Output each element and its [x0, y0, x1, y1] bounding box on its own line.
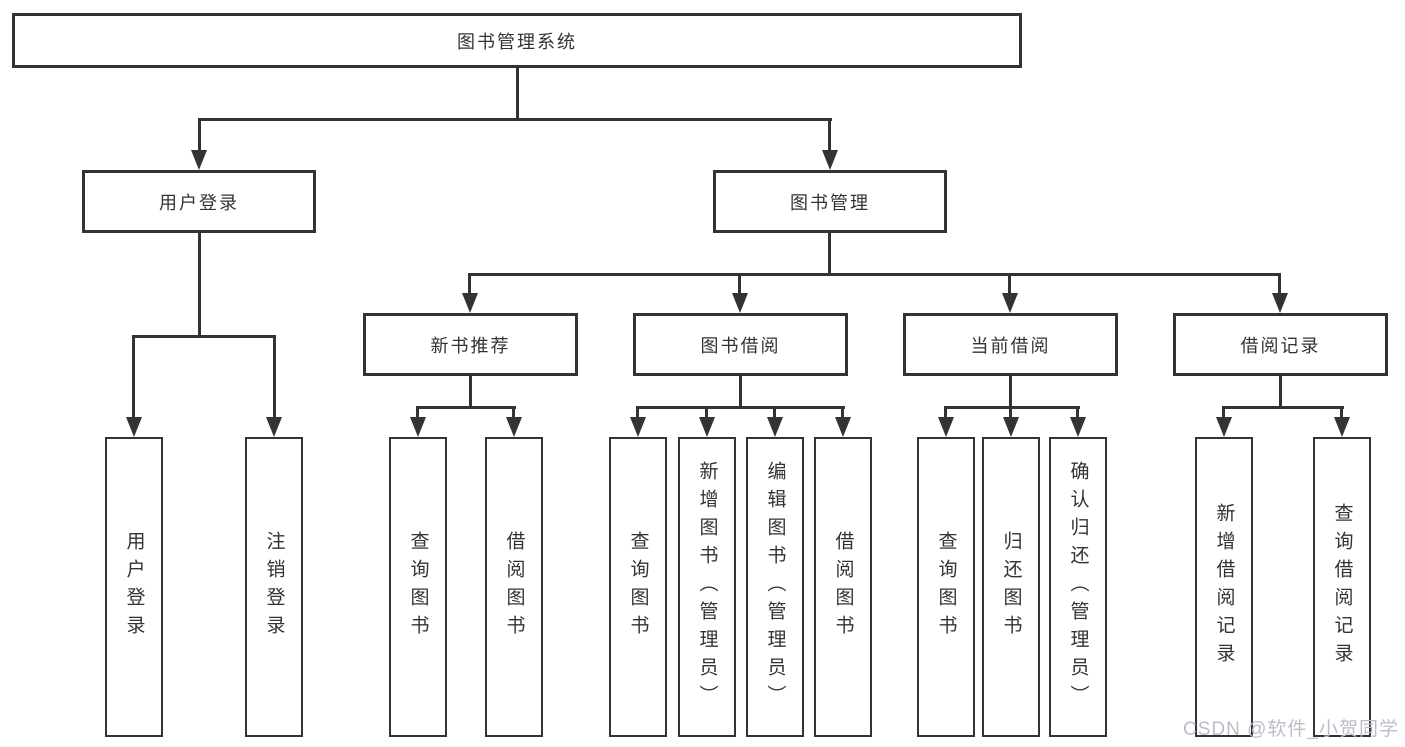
- leaf-add-books-admin: 新增图书（管理员）: [678, 437, 736, 737]
- connector-line: [469, 376, 472, 406]
- arrow-down-icon: [699, 417, 715, 437]
- connector-line: [516, 68, 519, 118]
- connector-line: [636, 406, 845, 409]
- node-user-login: 用户登录: [82, 170, 316, 233]
- node-label: 新增图书（管理员）: [696, 461, 718, 713]
- connector-line: [273, 335, 276, 417]
- node-root-library-system: 图书管理系统: [12, 13, 1022, 68]
- node-label: 归还图书: [1000, 531, 1022, 643]
- connector-line: [468, 273, 1281, 276]
- connector-line: [738, 273, 741, 293]
- connector-line: [1008, 273, 1011, 293]
- arrow-down-icon: [410, 417, 426, 437]
- arrow-down-icon: [191, 150, 207, 170]
- leaf-add-borrow-record: 新增借阅记录: [1195, 437, 1253, 737]
- node-label: 图书管理系统: [457, 31, 577, 52]
- connector-line: [841, 406, 844, 417]
- node-label: 当前借阅: [970, 335, 1051, 356]
- node-label: 新书推荐: [430, 335, 511, 356]
- node-label: 图书管理: [790, 192, 870, 213]
- leaf-query-books-borrowing: 查询图书: [609, 437, 667, 737]
- connector-line: [468, 273, 471, 293]
- node-label: 借阅图书: [503, 531, 525, 643]
- node-label: 新增借阅记录: [1213, 503, 1235, 671]
- node-label: 用户登录: [159, 192, 239, 213]
- arrow-down-icon: [126, 417, 142, 437]
- arrow-down-icon: [938, 417, 954, 437]
- leaf-edit-books-admin: 编辑图书（管理员）: [746, 437, 804, 737]
- leaf-borrow-books-recommend: 借阅图书: [485, 437, 543, 737]
- arrow-down-icon: [1334, 417, 1350, 437]
- node-book-management: 图书管理: [713, 170, 947, 233]
- connector-line: [944, 406, 947, 417]
- connector-line: [416, 406, 516, 409]
- csdn-watermark: CSDN @软件_小贺同学: [1183, 719, 1399, 740]
- node-book-borrowing: 图书借阅: [633, 313, 848, 376]
- arrow-down-icon: [506, 417, 522, 437]
- connector-line: [828, 233, 831, 273]
- connector-line: [132, 335, 135, 417]
- node-label: 编辑图书（管理员）: [764, 461, 786, 713]
- arrow-down-icon: [1070, 417, 1086, 437]
- node-label: 借阅记录: [1240, 335, 1321, 356]
- arrow-down-icon: [266, 417, 282, 437]
- node-label: 查询图书: [407, 531, 429, 643]
- connector-line: [773, 406, 776, 417]
- connector-line: [198, 118, 832, 121]
- leaf-borrow-books: 借阅图书: [814, 437, 872, 737]
- connector-line: [705, 406, 708, 417]
- leaf-query-books-current: 查询图书: [917, 437, 975, 737]
- connector-line: [416, 406, 419, 417]
- connector-line: [1278, 273, 1281, 293]
- connector-line: [1222, 406, 1225, 417]
- leaf-confirm-return-admin: 确认归还（管理员）: [1049, 437, 1107, 737]
- arrow-down-icon: [732, 293, 748, 313]
- node-label: 用户登录: [123, 531, 145, 643]
- node-label: 图书借阅: [700, 335, 781, 356]
- node-new-book-recommend: 新书推荐: [363, 313, 578, 376]
- connector-line: [828, 118, 831, 150]
- node-label: 查询借阅记录: [1331, 503, 1353, 671]
- arrow-down-icon: [822, 150, 838, 170]
- connector-line: [1340, 406, 1343, 417]
- leaf-user-login: 用户登录: [105, 437, 163, 737]
- connector-line: [636, 406, 639, 417]
- arrow-down-icon: [1003, 417, 1019, 437]
- connector-line: [944, 406, 1080, 409]
- connector-line: [1076, 406, 1079, 417]
- node-current-borrowing: 当前借阅: [903, 313, 1118, 376]
- connector-line: [512, 406, 515, 417]
- leaf-query-books-recommend: 查询图书: [389, 437, 447, 737]
- connector-line: [1009, 406, 1012, 417]
- node-label: 注销登录: [263, 531, 285, 643]
- connector-line: [198, 118, 201, 150]
- connector-line: [1279, 376, 1282, 406]
- leaf-return-books: 归还图书: [982, 437, 1040, 737]
- arrow-down-icon: [462, 293, 478, 313]
- leaf-query-borrow-record: 查询借阅记录: [1313, 437, 1371, 737]
- node-label: 借阅图书: [832, 531, 854, 643]
- leaf-logout: 注销登录: [245, 437, 303, 737]
- node-label: 确认归还（管理员）: [1067, 461, 1089, 713]
- connector-line: [739, 376, 742, 406]
- arrow-down-icon: [630, 417, 646, 437]
- node-label: 查询图书: [935, 531, 957, 643]
- arrow-down-icon: [835, 417, 851, 437]
- connector-line: [132, 335, 276, 338]
- connector-line: [1009, 376, 1012, 406]
- node-label: 查询图书: [627, 531, 649, 643]
- arrow-down-icon: [1002, 293, 1018, 313]
- arrow-down-icon: [1216, 417, 1232, 437]
- connector-line: [1222, 406, 1344, 409]
- arrow-down-icon: [1272, 293, 1288, 313]
- connector-line: [198, 233, 201, 335]
- arrow-down-icon: [767, 417, 783, 437]
- node-borrowing-records: 借阅记录: [1173, 313, 1388, 376]
